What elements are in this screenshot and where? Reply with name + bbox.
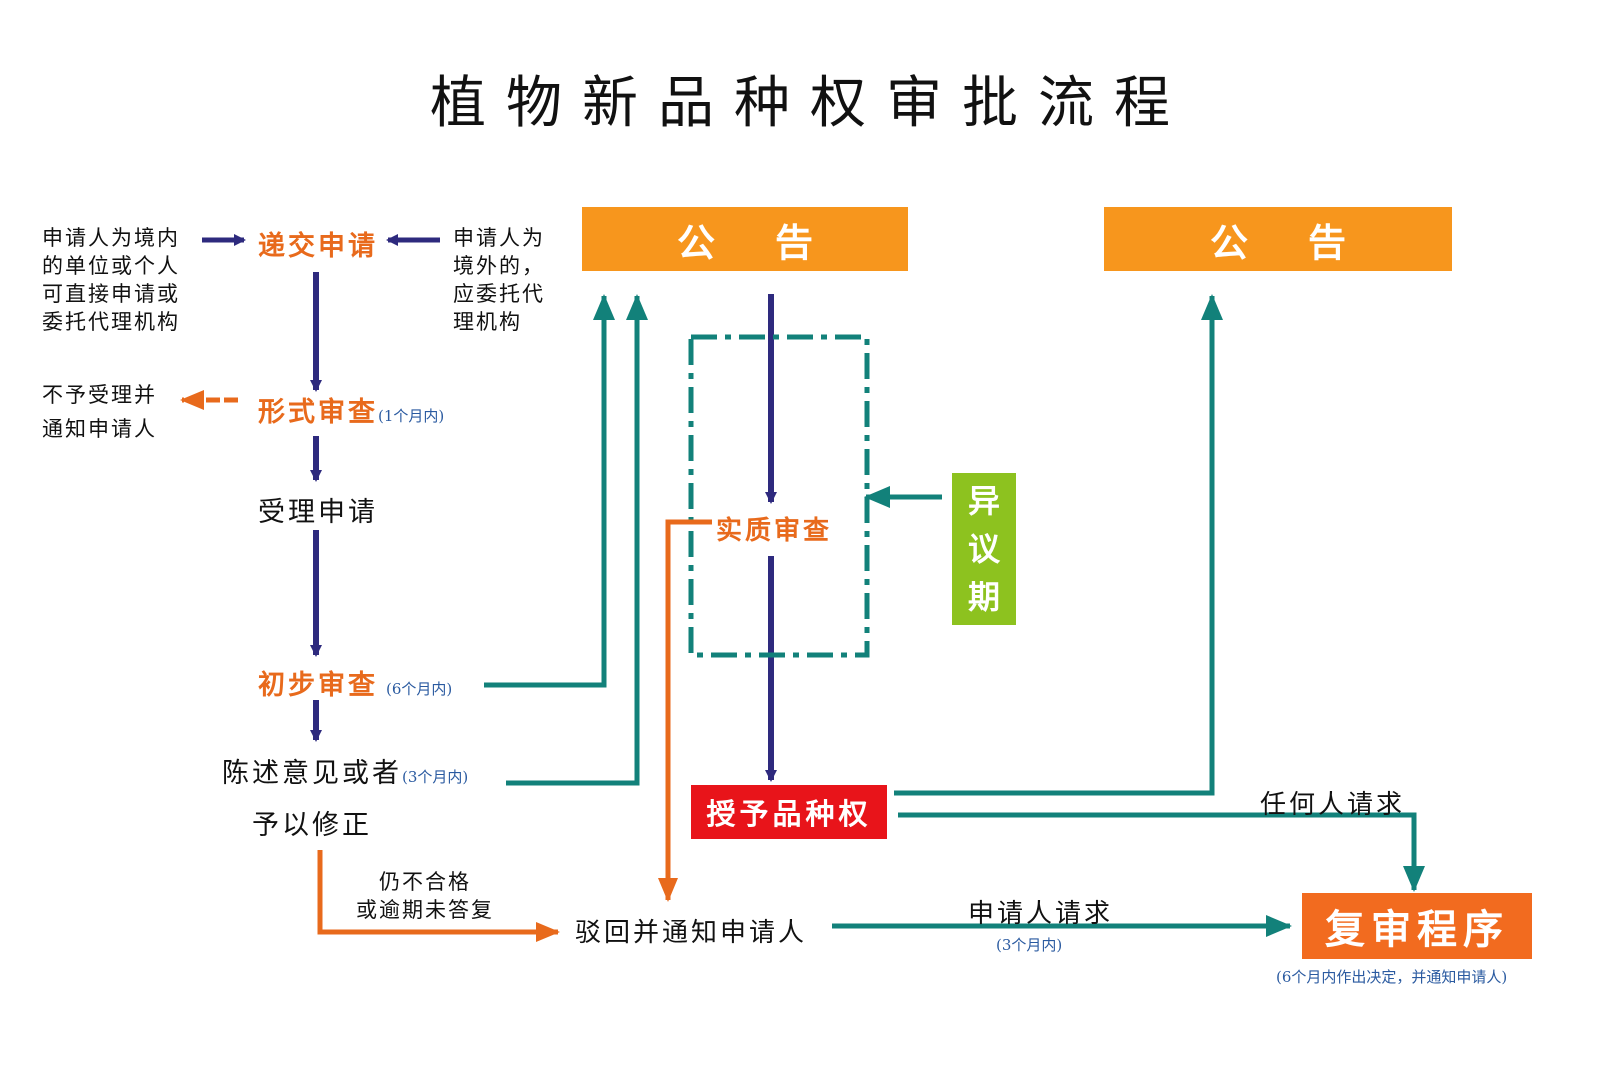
anyone-request-label: 任何人请求 [1260, 790, 1406, 820]
note-line: 仍不合格 [379, 870, 471, 894]
note-line: 的单位或个人 [42, 254, 180, 278]
step-reject: 驳回并通知申请人 [575, 918, 808, 948]
step-formal-exam-label: 形式审查 [258, 397, 378, 428]
step-preliminary-exam-time: (6个月内) [386, 680, 453, 698]
note-line: 委托代理机构 [42, 310, 180, 334]
domestic-applicant-note: 申请人为境内 的单位或个人 可直接申请或 委托代理机构 [42, 224, 180, 336]
step-substantive-exam: 实质审查 [716, 516, 833, 546]
step-preliminary-exam-label: 初步审查 [258, 670, 378, 701]
step-submit: 递交申请 [258, 231, 378, 262]
objection-char: 议 [967, 530, 1000, 568]
note-line: 不予受理并 [42, 383, 157, 407]
arrow-opinion-to-reject [317, 850, 560, 942]
note-line: 可直接申请或 [42, 282, 180, 306]
page-title: 植物新品种权审批流程 [430, 71, 1190, 136]
applicant-request-label: 申请人请求 [968, 899, 1114, 929]
review-box: 复审程序 [1302, 893, 1532, 959]
step-opinion-line2: 予以修正 [252, 810, 372, 841]
objection-period-box: 异 议 期 [952, 473, 1016, 625]
arrow-preliminary-to-announce [484, 294, 615, 688]
note-line: 应委托代 [453, 282, 545, 306]
note-line: 申请人为境内 [42, 226, 180, 250]
reject-notice-note: 不予受理并 通知申请人 [42, 378, 157, 446]
still-unqualified-note: 仍不合格 或逾期未答复 [356, 868, 494, 924]
foreign-applicant-note: 申请人为 境外的， 应委托代 理机构 [453, 224, 545, 336]
step-opinion: 陈述意见或者(3个月内) [222, 751, 468, 790]
objection-char: 期 [967, 578, 1000, 616]
step-formal-exam: 形式审查(1个月内) [258, 390, 444, 429]
step-opinion-line1: 陈述意见或者 [222, 758, 402, 789]
note-line: 申请人为 [453, 226, 545, 250]
request-time-label: (3个月内) [996, 936, 1063, 954]
arrow-opinion-to-announce [506, 294, 648, 786]
step-accept: 受理申请 [258, 497, 378, 528]
grant-box: 授予品种权 [691, 785, 887, 839]
note-line: 或逾期未答复 [356, 898, 494, 922]
step-opinion-time: (3个月内) [402, 768, 469, 786]
step-formal-exam-time: (1个月内) [378, 407, 445, 425]
review-time-label: (6个月内作出决定，并通知申请人) [1276, 968, 1508, 986]
note-line: 通知申请人 [42, 417, 157, 441]
arrow-grant-to-review [898, 812, 1425, 892]
note-line: 境外的， [453, 254, 545, 278]
announcement-box-1: 公告 [582, 207, 908, 271]
arrow-grant-to-announce [894, 294, 1223, 796]
objection-char: 异 [967, 482, 1000, 520]
note-line: 理机构 [453, 310, 522, 334]
announcement-box-2: 公告 [1104, 207, 1452, 271]
step-preliminary-exam: 初步审查 (6个月内) [258, 663, 452, 702]
arrow-substantive-to-reject [658, 519, 712, 902]
objection-period-frame [688, 334, 870, 658]
